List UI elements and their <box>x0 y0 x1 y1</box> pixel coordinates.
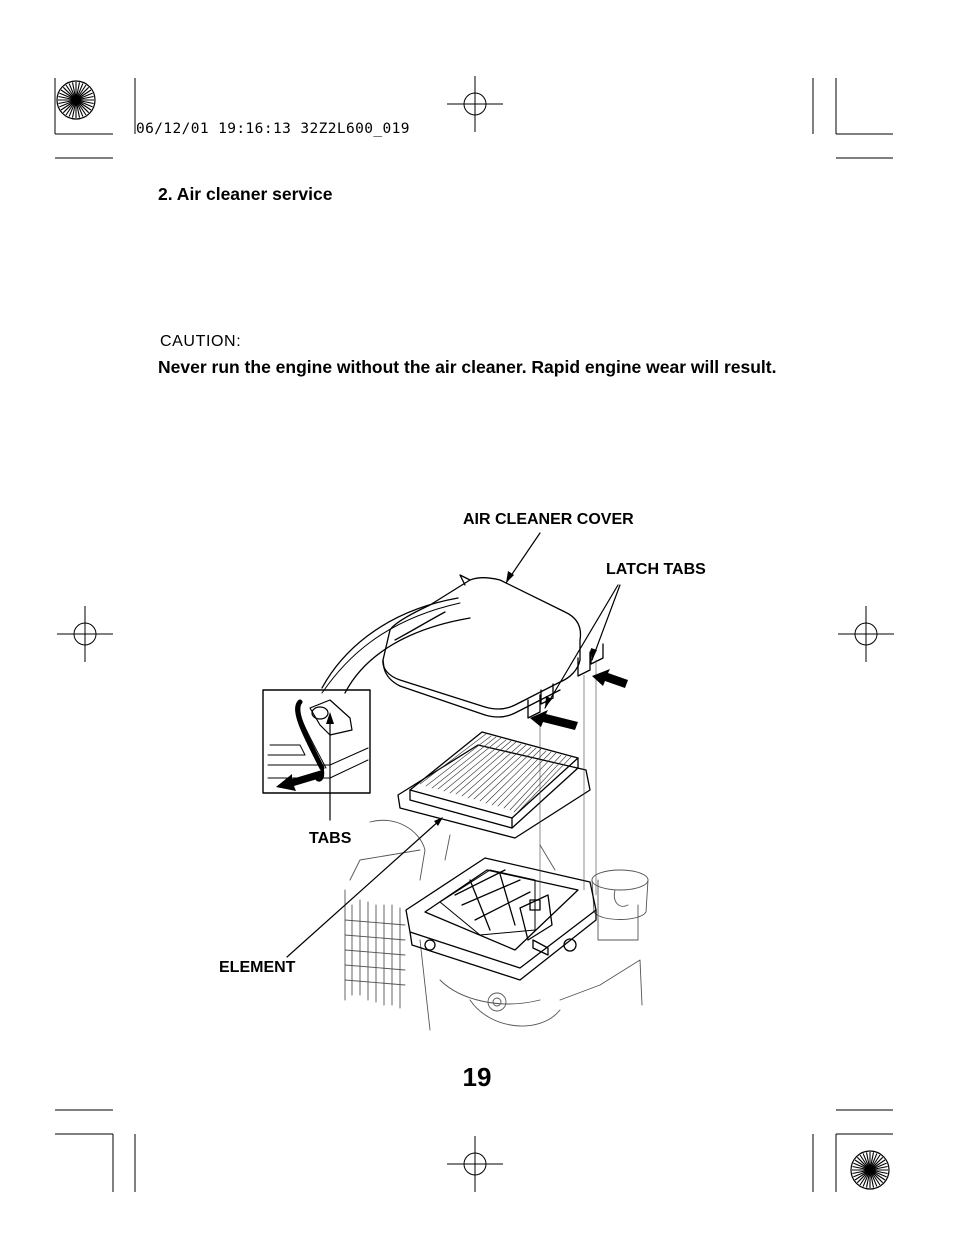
pull-arrow-icon <box>276 770 324 791</box>
callout-tabs: TABS <box>309 830 352 847</box>
air-cleaner-element <box>397 731 591 839</box>
caution-label: CAUTION: <box>160 333 242 350</box>
callout-air-cleaner-cover: AIR CLEANER COVER <box>463 511 634 528</box>
callout-latch-tabs: LATCH TABS <box>606 561 706 578</box>
push-direction-arrows <box>276 669 628 791</box>
print-timestamp: 06/12/01 19:16:13 32Z2L600_019 <box>136 121 410 137</box>
page-number: 19 <box>462 1062 492 1092</box>
air-cleaner-cover <box>382 574 604 719</box>
section-title: 2. Air cleaner service <box>158 184 333 204</box>
push-arrow-icon <box>592 669 628 688</box>
callout-element: ELEMENT <box>219 959 296 976</box>
air-cleaner-case <box>405 857 597 981</box>
caution-text: Never run the engine without the air cle… <box>158 357 777 377</box>
engine-outline <box>344 819 649 1031</box>
push-arrow-icon <box>530 710 578 730</box>
